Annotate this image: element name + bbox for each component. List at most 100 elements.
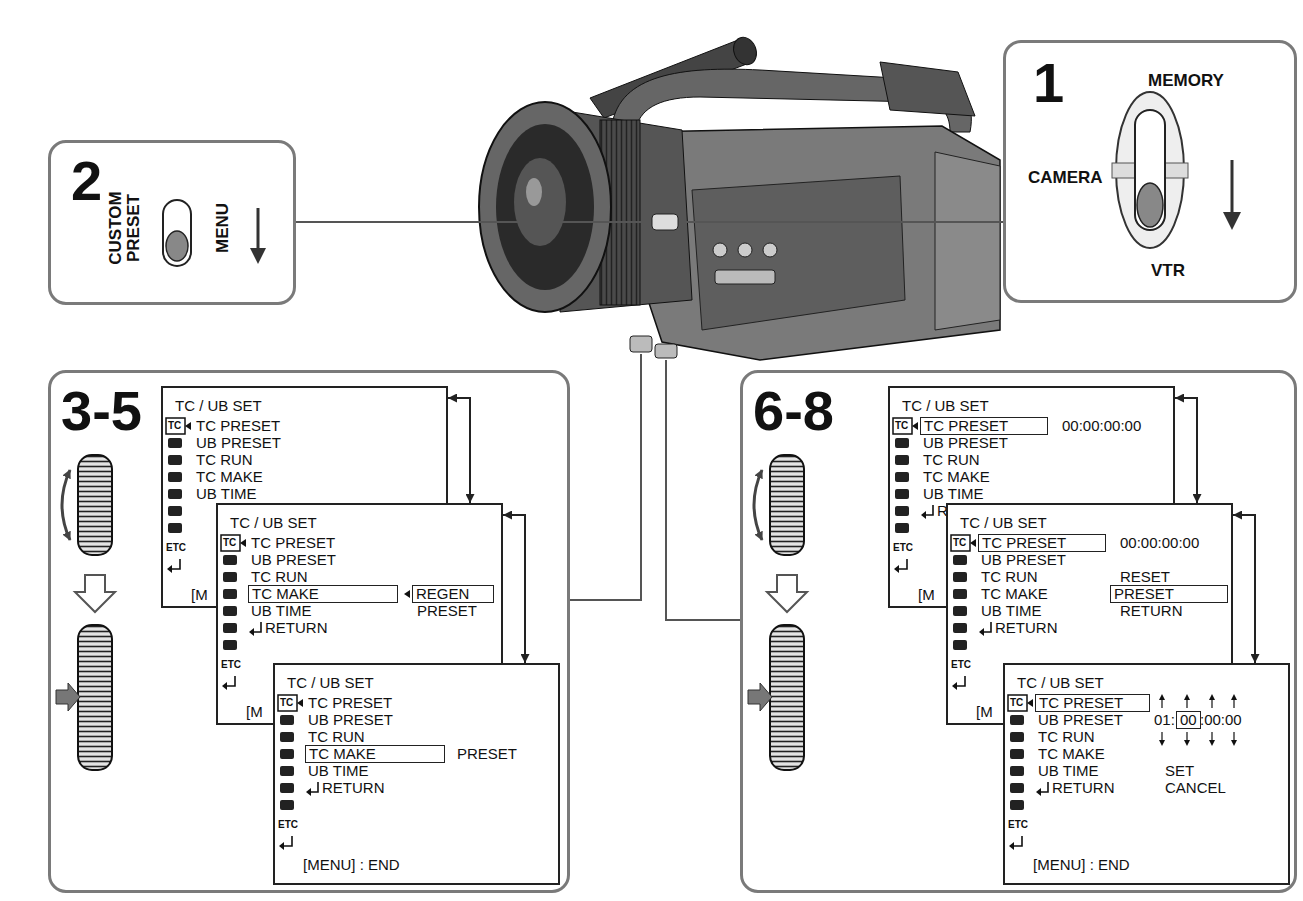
menu-switch bbox=[250, 248, 266, 264]
switch-label: CUSTOM PRESET bbox=[107, 183, 143, 273]
menu-icons bbox=[953, 606, 967, 616]
menu-icons bbox=[1159, 740, 1165, 746]
menu-text: UB PRESET bbox=[251, 551, 336, 569]
menu-icons bbox=[223, 555, 237, 565]
menu-icons bbox=[280, 732, 294, 742]
menu-text: UB TIME bbox=[981, 602, 1042, 620]
menu-text: TC RUN bbox=[923, 451, 980, 469]
menu-text: TC / UB SET bbox=[960, 514, 1047, 532]
highlight-box: TC PRESET bbox=[978, 534, 1106, 552]
menu-text: TC / UB SET bbox=[230, 514, 317, 532]
menu-text: RETURN bbox=[322, 779, 385, 797]
step-panel: 1MEMORYCAMERAVTR bbox=[1003, 40, 1297, 303]
menu-icons bbox=[283, 836, 292, 846]
menu-icons bbox=[223, 623, 237, 633]
menu-text: :00:00 bbox=[1200, 711, 1242, 729]
camcorder bbox=[630, 336, 652, 352]
menu-icons bbox=[1008, 695, 1027, 711]
menu-text: RETURN bbox=[265, 619, 328, 637]
control-dial bbox=[78, 455, 112, 555]
menu-icons bbox=[925, 505, 933, 515]
menu-text: SET bbox=[1165, 762, 1194, 780]
control-dial bbox=[770, 625, 804, 770]
control-dial bbox=[78, 625, 112, 770]
menu-text: 00:00:00:00 bbox=[1120, 534, 1199, 552]
menu-text: RETURN bbox=[1052, 779, 1115, 797]
camcorder bbox=[652, 214, 678, 230]
menu-icons bbox=[223, 572, 237, 582]
menu-icons bbox=[1209, 694, 1215, 700]
icon-label: TC bbox=[895, 417, 908, 435]
switch-label: MEMORY bbox=[1148, 71, 1224, 91]
menu-icons bbox=[921, 511, 926, 519]
menu-step-arrow bbox=[503, 515, 525, 663]
menu-icons bbox=[240, 539, 246, 547]
menu-text: UB TIME bbox=[923, 485, 984, 503]
menu-icons bbox=[171, 559, 180, 569]
switch-label: MENU bbox=[214, 198, 232, 258]
menu-text: TC / UB SET bbox=[287, 674, 374, 692]
menu-icons bbox=[280, 800, 294, 810]
mode-switch bbox=[1112, 92, 1241, 248]
menu-icons bbox=[1009, 842, 1014, 850]
camcorder bbox=[479, 34, 1000, 360]
menu-text: UB TIME bbox=[308, 762, 369, 780]
menu-text: RETURN bbox=[995, 619, 1058, 637]
menu-text: [M bbox=[976, 703, 993, 721]
mode-switch bbox=[1231, 160, 1234, 214]
menu-text: UB TIME bbox=[196, 485, 257, 503]
menu-icons bbox=[1010, 783, 1024, 793]
camcorder bbox=[496, 124, 594, 290]
menu-icons bbox=[249, 628, 254, 636]
menu-text: TC RUN bbox=[251, 568, 308, 586]
menu-icons bbox=[185, 422, 191, 430]
menu-icons bbox=[1209, 740, 1215, 746]
icon-label: ETC bbox=[893, 539, 913, 557]
icon-label: TC bbox=[223, 534, 236, 552]
camcorder bbox=[730, 34, 761, 68]
switch-label: CAMERA bbox=[1028, 168, 1103, 188]
menu-text: TC RUN bbox=[308, 728, 365, 746]
control-dial bbox=[56, 683, 80, 711]
menu-text: PRESET bbox=[1114, 586, 1174, 601]
menu-text: TC PRESET bbox=[1039, 695, 1123, 710]
menu-icons bbox=[280, 715, 294, 725]
menu-icons bbox=[404, 590, 410, 598]
highlight-box: TC MAKE bbox=[248, 585, 398, 603]
menu-text: [MENU] : END bbox=[1033, 856, 1130, 874]
camcorder bbox=[655, 344, 677, 358]
menu-icons bbox=[166, 418, 185, 434]
highlight-box: 00 bbox=[1176, 711, 1201, 729]
menu-text: PRESET bbox=[417, 602, 477, 620]
highlight-box: PRESET bbox=[1110, 585, 1228, 603]
menu-text: TC PRESET bbox=[308, 694, 392, 712]
menu-icons bbox=[1184, 694, 1190, 700]
menu-text: TC PRESET bbox=[251, 534, 335, 552]
control-dial bbox=[62, 470, 70, 540]
menu-icons bbox=[956, 676, 965, 686]
menu-switch bbox=[166, 231, 188, 261]
step-number: 2 bbox=[71, 153, 102, 209]
menu-icons bbox=[167, 565, 172, 573]
menu-text: TC PRESET bbox=[196, 417, 280, 435]
step-panel: 2CUSTOM PRESET MENU bbox=[48, 140, 296, 305]
menu-text: UB PRESET bbox=[923, 434, 1008, 452]
menu-text: RETURN bbox=[1120, 602, 1183, 620]
menu-icons bbox=[168, 506, 182, 516]
camcorder bbox=[935, 152, 1000, 330]
camcorder bbox=[880, 62, 975, 116]
menu-icons bbox=[1027, 699, 1033, 707]
menu-icons bbox=[278, 695, 297, 711]
control-dial bbox=[748, 683, 772, 711]
menu-text: TC / UB SET bbox=[175, 397, 262, 415]
menu-text: TC MAKE bbox=[923, 468, 990, 486]
step-number: 1 bbox=[1033, 55, 1064, 111]
menu-text: UB PRESET bbox=[196, 434, 281, 452]
menu-icons bbox=[895, 438, 909, 448]
menu-icons bbox=[1010, 766, 1024, 776]
icon-label: ETC bbox=[166, 539, 186, 557]
menu-icons bbox=[306, 788, 311, 796]
menu-icons bbox=[222, 682, 227, 690]
menu-icons bbox=[168, 438, 182, 448]
menu-icons bbox=[912, 422, 918, 430]
